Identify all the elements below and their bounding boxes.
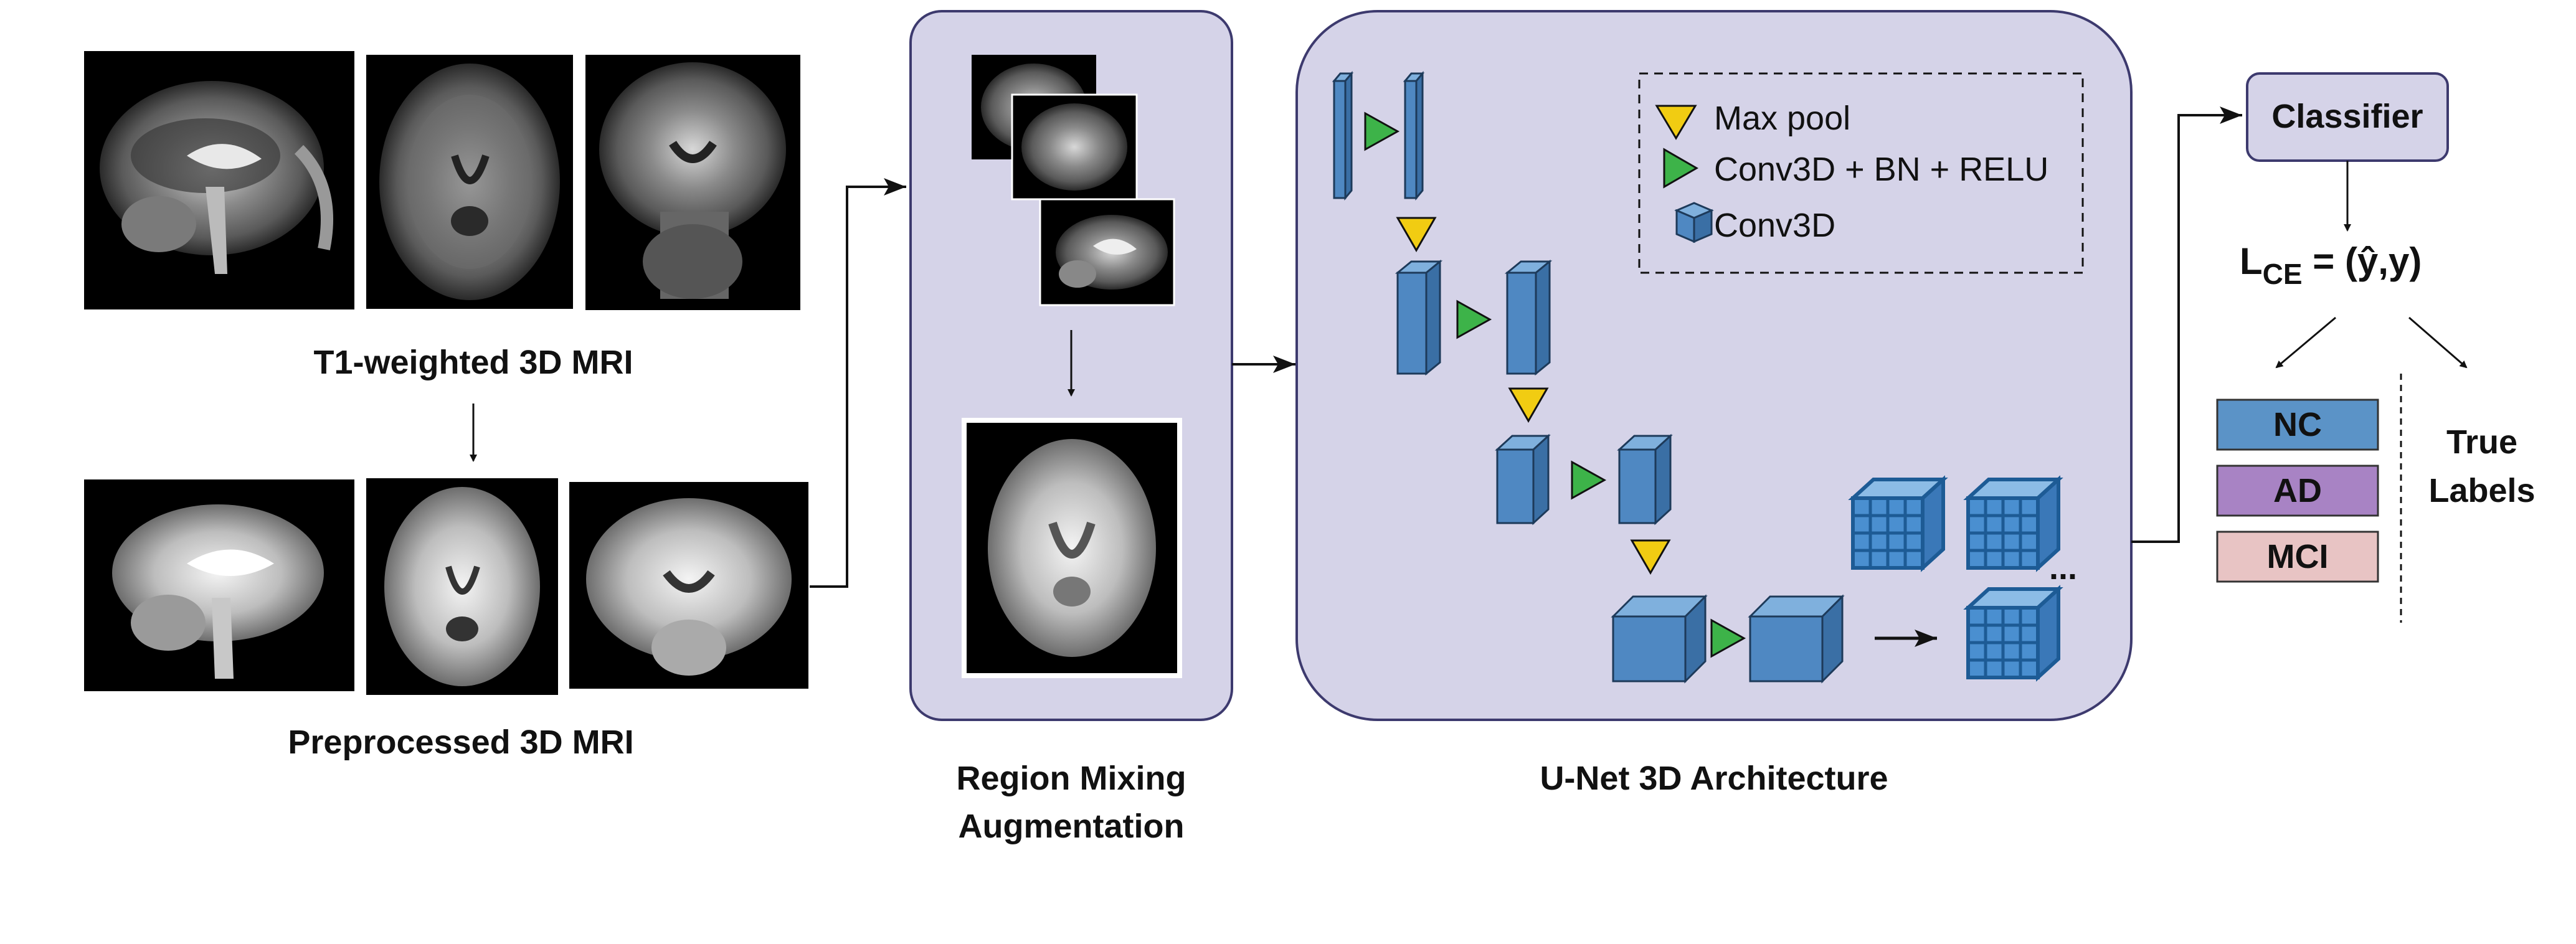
class-mci: MCI	[2216, 531, 2379, 583]
region-mixing-label-2: Augmentation	[959, 808, 1185, 845]
true-labels-line-1: True	[2446, 423, 2517, 461]
class-ad-box	[2216, 465, 2379, 517]
pre-coronal-image	[569, 482, 808, 689]
unet-label: U-Net 3D Architecture	[1540, 760, 1888, 797]
stacked-slice-2	[1011, 93, 1138, 201]
mixed-brain-image	[962, 418, 1182, 678]
conv-block-4a	[1611, 594, 1708, 684]
class-ad: AD	[2216, 465, 2379, 517]
loss-to-classes-arrow	[2275, 316, 2336, 369]
class-mci-label: MCI	[2267, 538, 2329, 575]
classifier-node: Classifier	[2246, 72, 2449, 162]
feature-cube-2	[1963, 475, 2063, 572]
t1-mri-group: T1-weighted 3D MRI	[84, 51, 800, 381]
ellipsis-text: ...	[2049, 549, 2077, 587]
unet-panel: ... Max pool Conv3D + BN + RELU Conv3D U…	[1295, 10, 2133, 797]
conv-block-3b	[1617, 433, 1673, 526]
t1-sagittal-image	[84, 51, 354, 309]
legend-conv-bn-relu-label: Conv3D + BN + RELU	[1714, 151, 2048, 188]
conv-bn-relu-arrow-4	[1710, 618, 1746, 658]
conv3d-legend-icon	[1674, 202, 1714, 243]
preprocessed-mri-label: Preprocessed 3D MRI	[288, 724, 633, 761]
class-nc: NC	[2216, 399, 2379, 451]
feature-cube-1	[1848, 475, 1948, 572]
conv-block-1a	[1332, 70, 1354, 201]
legend-conv3d-label: Conv3D	[1714, 207, 1835, 244]
class-nc-label: NC	[2273, 406, 2322, 443]
class-mci-box	[2216, 531, 2379, 583]
class-nc-box	[2216, 399, 2379, 451]
true-labels-line-2: Labels	[2428, 472, 2535, 509]
loss-L: L	[2240, 240, 2263, 282]
t1-axial-image	[366, 55, 573, 309]
conv-block-3a	[1495, 433, 1551, 526]
conv-bn-relu-legend-icon	[1663, 148, 1699, 189]
max-pool-1	[1396, 217, 1437, 253]
region-mixing-panel: Region Mixing Augmentation	[909, 10, 1233, 845]
feature-cube-3	[1963, 585, 2063, 682]
max-pool-legend-icon	[1655, 105, 1697, 140]
preprocessed-mri-group: Preprocessed 3D MRI	[84, 478, 808, 761]
legend-box	[1638, 72, 2084, 274]
conv-bn-relu-arrow-2	[1456, 300, 1492, 339]
t1-mri-label: T1-weighted 3D MRI	[313, 344, 633, 381]
t1-coronal-image	[585, 55, 800, 310]
loss-subscript: CE	[2263, 258, 2303, 290]
stacked-slice-1	[1039, 198, 1175, 306]
max-pool-3	[1630, 539, 1671, 575]
pre-axial-image	[366, 478, 558, 695]
loss-to-true-labels-arrow	[2408, 316, 2468, 369]
conv-bn-relu-arrow-1	[1364, 111, 1400, 151]
pre-sagittal-image	[84, 479, 354, 691]
region-mixing-label-1: Region Mixing	[957, 760, 1186, 797]
legend-max-pool-label: Max pool	[1714, 100, 1850, 137]
loss-rest: = (ŷ,y)	[2303, 240, 2422, 282]
unet-to-classifier-arrow	[2131, 106, 2242, 543]
conv-block-4b	[1748, 594, 1845, 684]
legend: Max pool Conv3D + BN + RELU Conv3D	[1638, 72, 2084, 274]
class-ad-label: AD	[2273, 472, 2322, 509]
mri-to-augmentation-arrow	[810, 178, 906, 588]
max-pool-2	[1508, 387, 1549, 423]
loss-formula: LCE = (ŷ,y)	[2240, 240, 2422, 290]
classifier-label: Classifier	[2271, 98, 2423, 135]
conv-block-2a	[1395, 259, 1443, 376]
conv-block-1b	[1403, 70, 1425, 201]
conv-bn-relu-arrow-3	[1571, 460, 1607, 500]
conv-block-2b	[1504, 259, 1553, 376]
